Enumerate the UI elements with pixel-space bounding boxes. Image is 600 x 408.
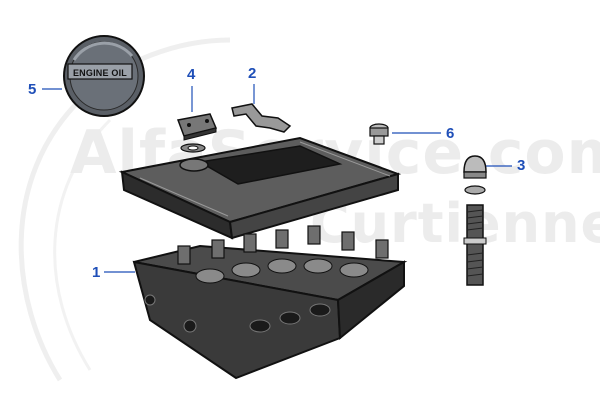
valve-cover [118, 136, 402, 240]
callout-4: 4 [187, 66, 196, 83]
callout-1: 1 [92, 264, 101, 281]
oil-cap-part-5 [63, 35, 145, 117]
callout-3: 3 [517, 157, 526, 174]
bracket-part-2 [231, 103, 292, 133]
leader-lines [42, 84, 512, 273]
callout-2: 2 [248, 65, 257, 82]
cover-plate-part-4 [176, 113, 218, 153]
cylinder-head-part-1 [132, 225, 408, 380]
callout-5: 5 [28, 81, 37, 98]
callout-6: 6 [446, 125, 455, 142]
bolt-part-6 [369, 123, 389, 145]
cap-nut-stud-part-3 [463, 155, 487, 286]
oil-cap-label: ENGINE OIL [72, 68, 127, 78]
